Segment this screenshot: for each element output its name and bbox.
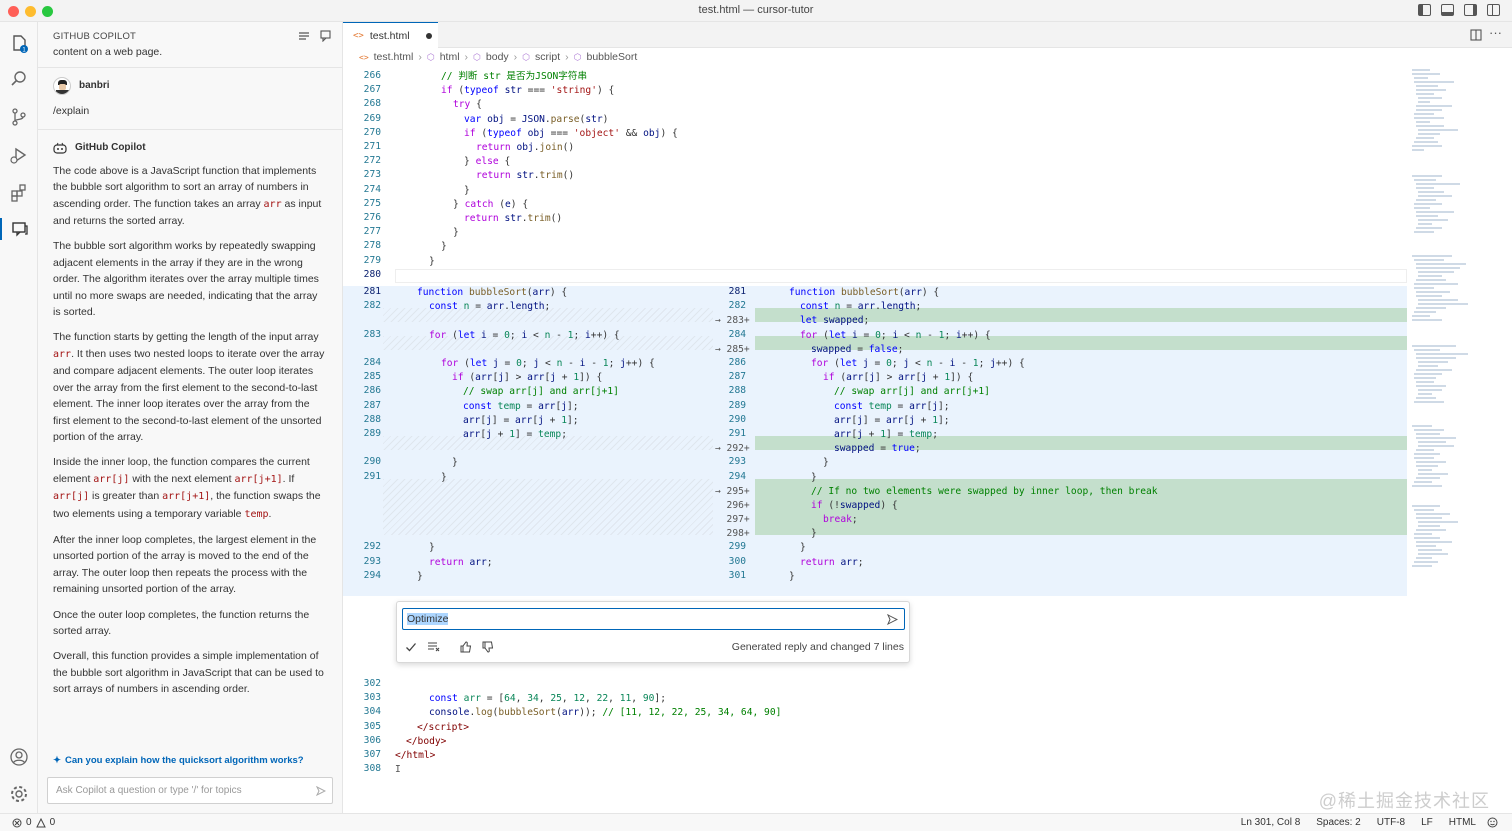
thumbs-up-icon[interactable] [460,641,472,653]
copilot-response: GitHub Copilot The code above is a JavaS… [38,137,342,698]
more-actions-icon[interactable]: ··· [1489,25,1502,40]
svg-text:1: 1 [22,48,26,54]
editor-area: <> test.html ··· <> test.html› ⬡ html› ⬡… [343,22,1512,813]
close-window-button[interactable] [8,6,19,17]
suggested-question-link[interactable]: ✦ Can you explain how the quicksort algo… [53,755,304,766]
status-bar: 0 0 Ln 301, Col 8 Spaces: 2 UTF-8 LF HTM… [0,813,1512,831]
element-icon: ⬡ [426,51,435,62]
chat-icon[interactable] [0,218,38,240]
clear-chat-icon[interactable] [298,30,310,42]
copilot-icon [53,142,67,154]
run-debug-icon[interactable] [8,144,30,166]
customize-layout-icon[interactable] [1487,4,1500,16]
accounts-icon[interactable] [8,746,30,768]
breadcrumb-item[interactable]: test.html [373,51,414,63]
response-paragraph: The code above is a JavaScript function … [53,164,322,228]
previous-message-tail: content on a web page. [53,46,163,58]
toggle-secondary-sidebar-icon[interactable] [1464,4,1477,16]
send-icon[interactable] [316,786,326,796]
response-paragraph: The bubble sort algorithm works by repea… [53,240,319,319]
split-editor-icon[interactable] [1470,29,1482,41]
breadcrumb-item[interactable]: body [485,51,509,63]
activity-bar: 1 [0,22,38,813]
source-control-icon[interactable] [8,106,30,128]
response-paragraph: After the inner loop completes, the larg… [53,533,317,596]
toggle-sidebar-icon[interactable] [1418,4,1431,16]
tab-bar: <> test.html ··· [343,22,1512,48]
user-avatar [53,77,71,96]
unsaved-dot-icon[interactable] [425,32,432,39]
breadcrumb-item[interactable]: html [439,51,460,63]
element-icon: ⬡ [522,51,531,62]
accept-check-icon[interactable] [405,641,417,653]
element-icon: ⬡ [473,51,481,62]
send-icon[interactable] [887,614,898,625]
response-paragraph: The function starts by getting the lengt… [53,331,325,443]
problems-indicator[interactable]: 0 0 [12,817,55,828]
tab-test-html[interactable]: <> test.html [343,22,438,48]
warning-icon [35,817,46,827]
inline-chat-widget: Optimize Generated reply and changed 7 l… [396,601,910,663]
function-icon: ⬡ [573,51,582,62]
inline-chat-status: Generated reply and changed 7 lines [731,641,904,653]
discard-changes-icon[interactable] [427,641,440,653]
indentation[interactable]: Spaces: 2 [1316,817,1361,828]
line-ending[interactable]: LF [1421,817,1433,828]
title-bar: test.html — cursor-tutor [0,0,1512,22]
language-mode[interactable]: HTML [1448,817,1476,828]
html-file-icon: <> [359,52,369,62]
breadcrumb-item[interactable]: bubbleSort [586,51,638,63]
breadcrumb: <> test.html› ⬡ html› ⬡ body› ⬡ script› … [359,51,638,63]
user-message: /explain [53,105,90,118]
thumbs-down-icon[interactable] [482,641,494,653]
watermark: @稀土掘金技术社区 [1318,791,1490,811]
explorer-icon[interactable]: 1 [8,32,30,54]
copilot-name: GitHub Copilot [75,141,146,153]
copilot-chat-panel: GITHUB COPILOT content on a web page. ba… [38,22,343,813]
error-icon [12,818,22,827]
ask-copilot-input[interactable]: Ask Copilot a question or type '/' for t… [47,777,333,804]
user-message-header: banbri [53,75,327,97]
feedback-icon[interactable] [1487,817,1498,828]
settings-gear-icon[interactable] [8,783,30,805]
response-paragraph: Overall, this function provides a simple… [53,650,324,696]
response-paragraph: Once the outer loop completes, the funct… [53,608,310,637]
minimap[interactable] [1407,66,1512,626]
new-chat-icon[interactable] [320,30,332,42]
search-icon[interactable] [8,68,30,90]
sparkle-icon: ✦ [53,755,61,766]
inline-chat-input[interactable]: Optimize [402,608,905,630]
encoding[interactable]: UTF-8 [1376,817,1406,828]
window-title: test.html — cursor-tutor [698,4,814,16]
cursor-position[interactable]: Ln 301, Col 8 [1240,817,1301,828]
html-file-icon: <> [353,30,364,41]
minimize-window-button[interactable] [25,6,36,17]
current-line-highlight [395,269,1407,283]
toggle-panel-icon[interactable] [1441,4,1454,16]
response-paragraph: Inside the inner loop, the function comp… [53,456,321,520]
panel-title: GITHUB COPILOT [53,30,137,42]
extensions-icon[interactable] [8,182,30,204]
zoom-window-button[interactable] [42,6,53,17]
user-name: banbri [79,80,110,92]
breadcrumb-item[interactable]: script [535,51,561,63]
